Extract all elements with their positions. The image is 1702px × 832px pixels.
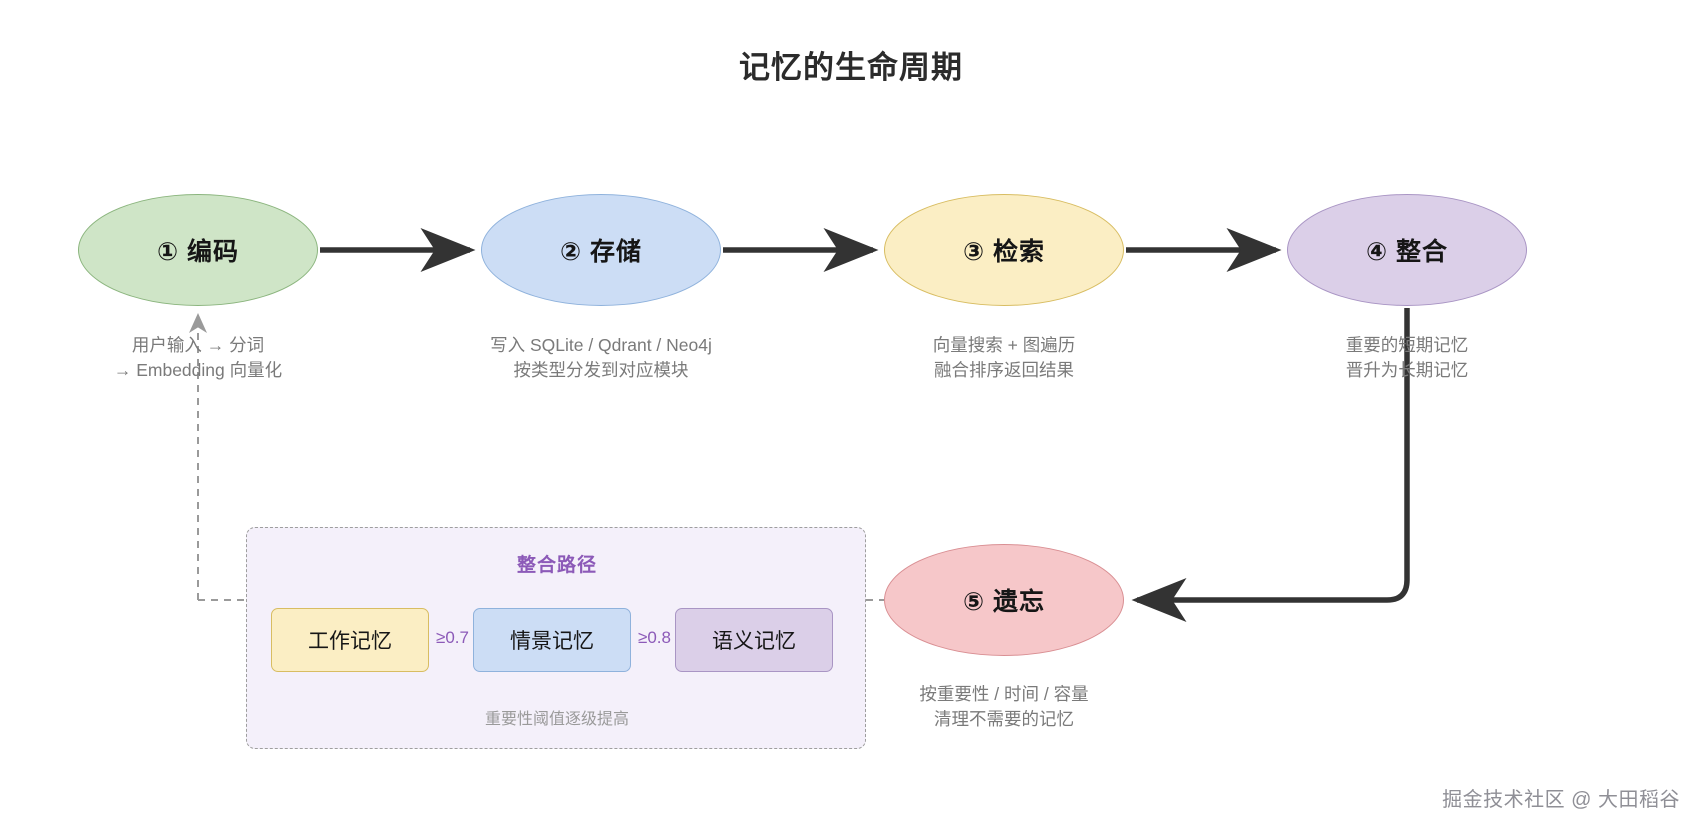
- caption-store: 写入 SQLite / Qdrant / Neo4j 按类型分发到对应模块: [490, 335, 712, 380]
- memory-box-working[interactable]: 工作记忆: [271, 608, 429, 672]
- node-retrieve[interactable]: ③ 检索: [884, 194, 1124, 306]
- subgraph-title: 整合路径: [516, 555, 597, 576]
- watermark: 掘金技术社区 @ 大田稻谷: [1442, 789, 1680, 811]
- memory-box-semantic[interactable]: 语义记忆: [675, 608, 833, 672]
- node-integrate[interactable]: ④ 整合: [1287, 194, 1527, 306]
- edge-label-threshold-08: ≥0.8: [636, 628, 673, 648]
- edge-label-threshold-07: ≥0.7: [434, 628, 471, 648]
- page-title: 记忆的生命周期: [739, 50, 963, 85]
- caption-integrate: 重要的短期记忆 晋升为长期记忆: [1345, 335, 1469, 380]
- node-forget[interactable]: ⑤ 遗忘: [884, 544, 1124, 656]
- caption-forget: 按重要性 / 时间 / 容量 清理不需要的记忆: [919, 684, 1089, 729]
- caption-encode: 用户输入 → 分词 → Embedding 向量化: [113, 335, 283, 380]
- memory-box-episodic[interactable]: 情景记忆: [473, 608, 631, 672]
- subgraph-note: 重要性阈值逐级提高: [484, 711, 629, 728]
- node-store[interactable]: ② 存储: [481, 194, 721, 306]
- caption-retrieve: 向量搜索 + 图遍历 融合排序返回结果: [932, 335, 1076, 380]
- node-encode[interactable]: ① 编码: [78, 194, 318, 306]
- subgraph-integration-path: 整合路径 工作记忆 情景记忆 语义记忆 ≥0.7 ≥0.8 重要性阈值逐级提高: [246, 527, 866, 749]
